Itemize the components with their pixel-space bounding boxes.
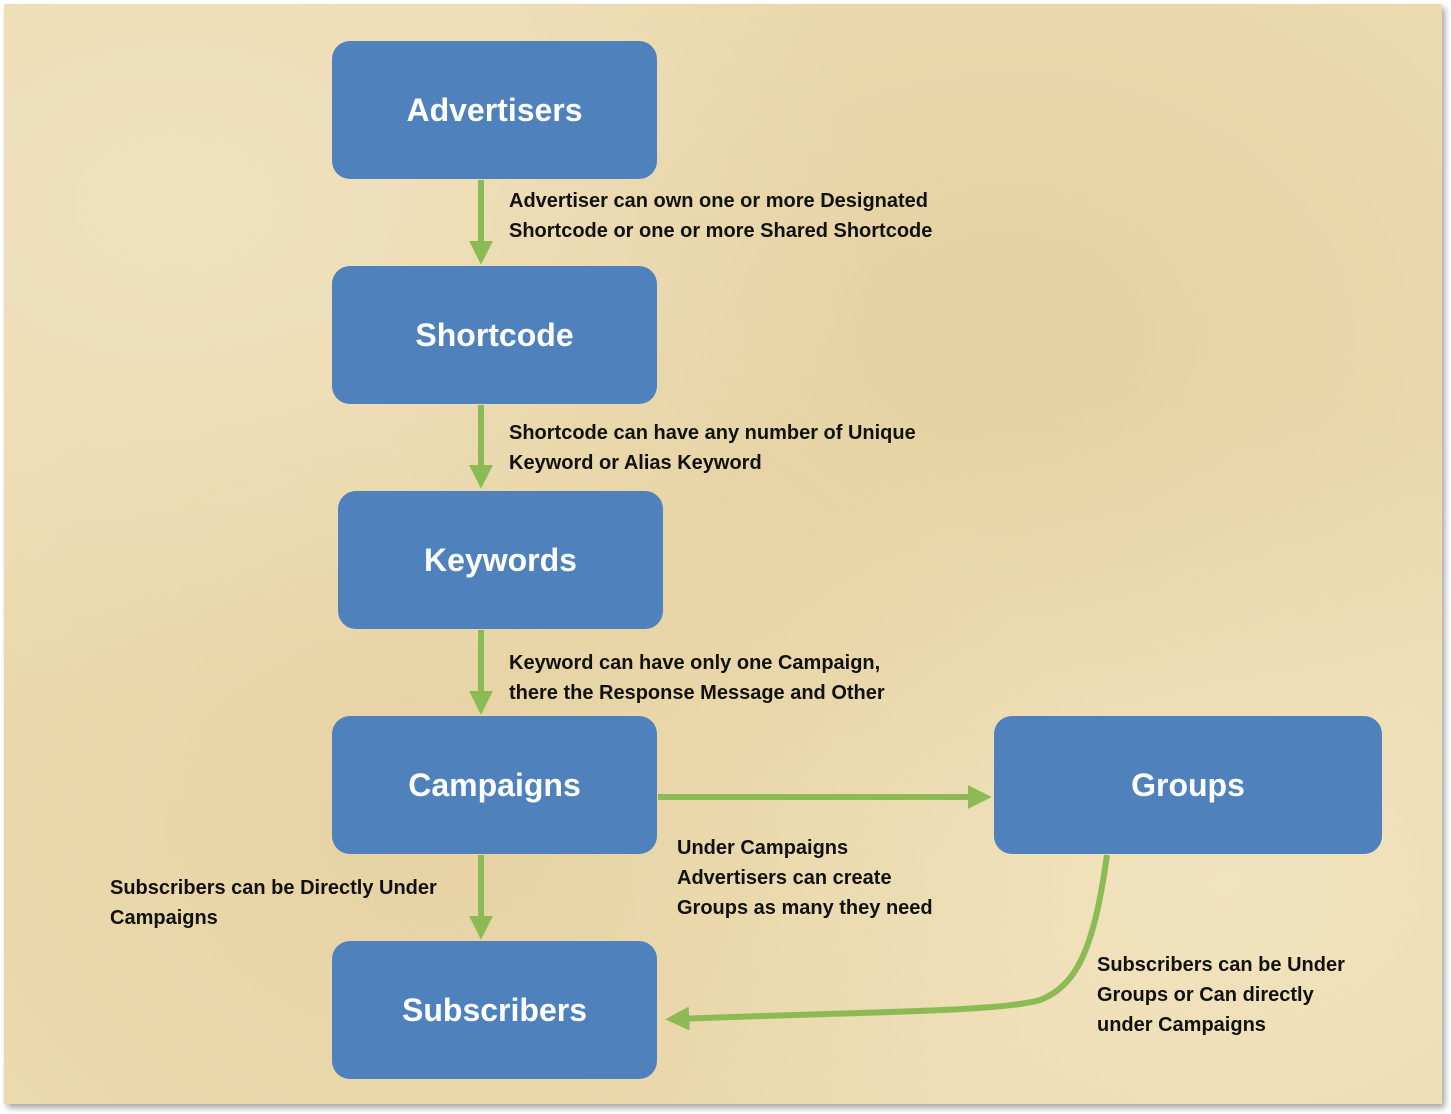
note-advertiser-shortcode: Advertiser can own one or more Designate… [509, 190, 933, 242]
arrow-groups-to-subscribers [665, 854, 1110, 1031]
campaigns-box: Campaigns [332, 716, 657, 854]
note-campaigns-groups: Under Campaigns Advertisers can create G… [677, 837, 933, 919]
subscribers-box: Subscribers [332, 941, 657, 1079]
note-groups-subscribers: Subscribers can be Under Groups or Can d… [1097, 954, 1345, 1036]
groups-box: Groups [994, 716, 1382, 854]
keywords-box: Keywords [338, 491, 663, 629]
advertisers-box: Advertisers [332, 41, 657, 179]
note-shortcode-keywords: Shortcode can have any number of Unique … [509, 422, 916, 474]
note-keywords-campaigns: Keyword can have only one Campaign, ther… [509, 652, 885, 704]
note-campaigns-subscribers: Subscribers can be Directly Under Campai… [110, 877, 437, 929]
diagram-canvas [4, 4, 1442, 1104]
shortcode-box: Shortcode [332, 266, 657, 404]
